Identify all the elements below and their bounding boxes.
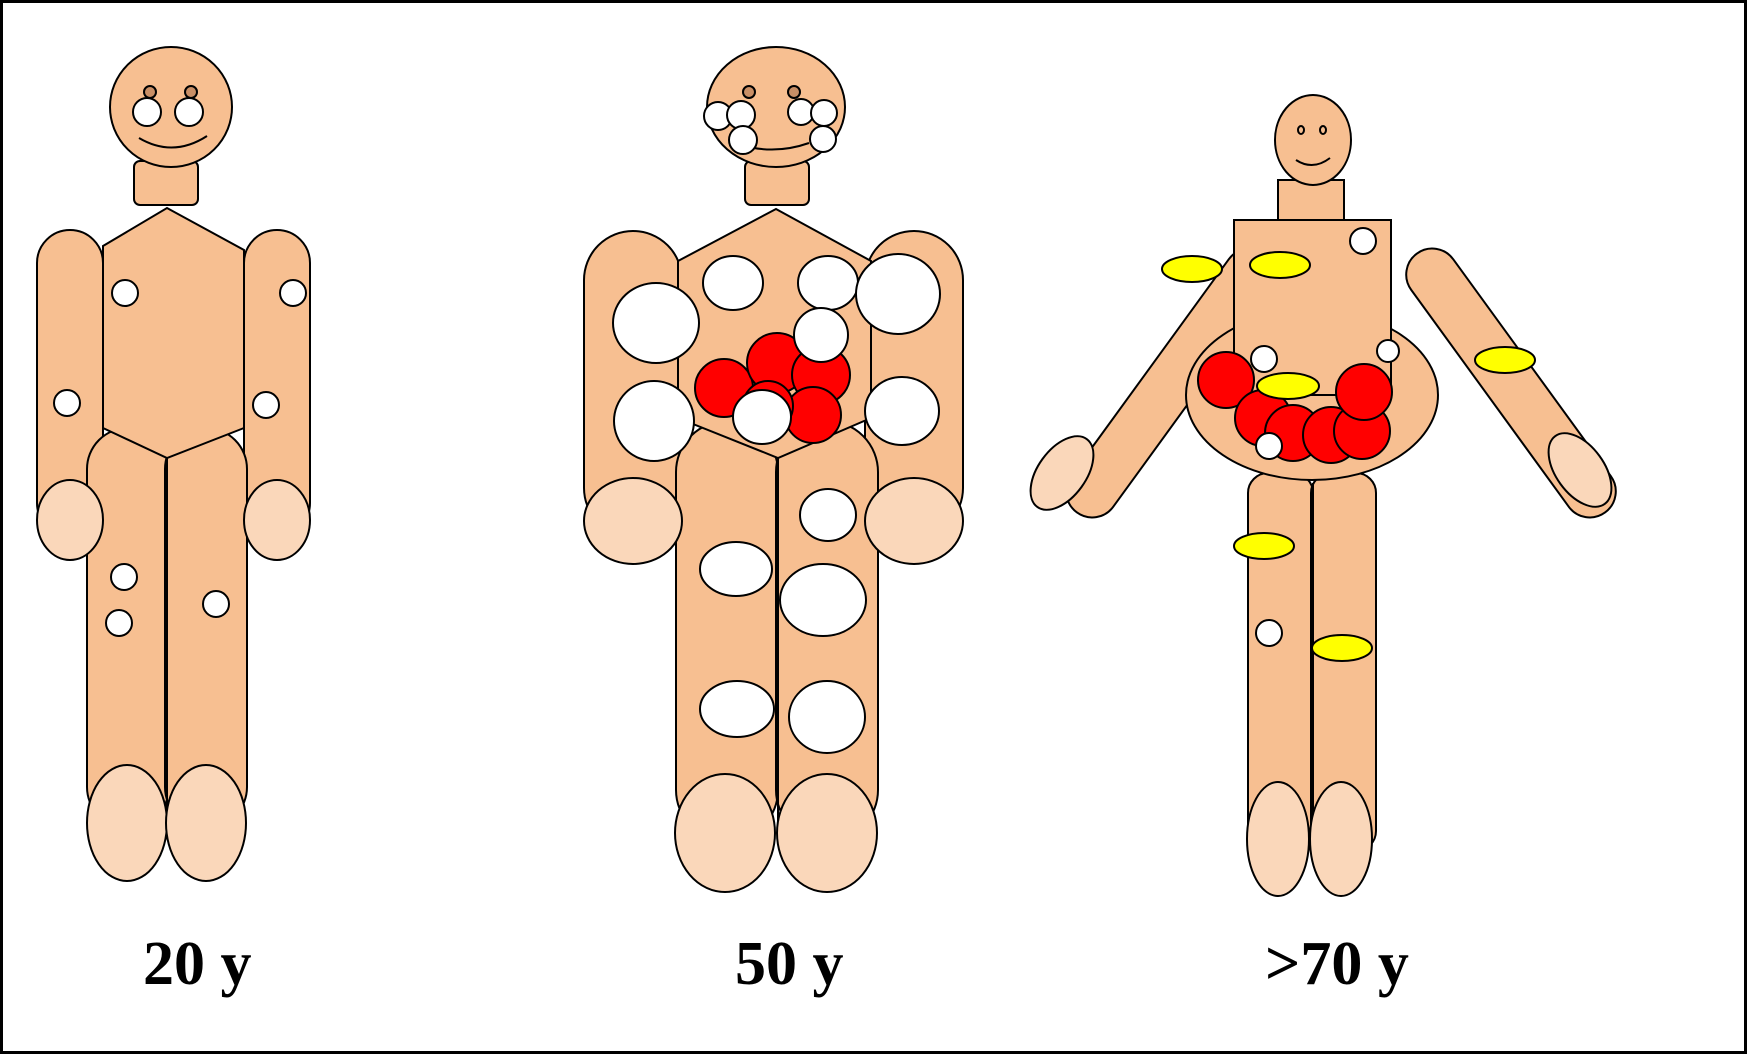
- right-foot: [166, 765, 246, 881]
- eye: [743, 86, 755, 98]
- white-spot: [811, 100, 837, 126]
- white-spot: [789, 681, 865, 753]
- white-spot: [175, 98, 203, 126]
- yellow-spot: [1162, 256, 1222, 282]
- white-spot: [133, 98, 161, 126]
- white-spot: [1256, 433, 1282, 459]
- white-spot: [106, 610, 132, 636]
- white-spot: [700, 542, 772, 596]
- age-label-50y: 50 y: [735, 933, 844, 995]
- white-spot: [733, 390, 791, 444]
- white-spot: [1377, 340, 1399, 362]
- left-hand: [37, 480, 103, 560]
- white-spot: [794, 308, 848, 362]
- white-spot: [865, 377, 939, 445]
- right-hand: [865, 478, 963, 564]
- yellow-spot: [1312, 635, 1372, 661]
- red-spot: [1336, 364, 1392, 420]
- eye: [144, 86, 156, 98]
- white-spot: [1350, 228, 1376, 254]
- white-spot: [614, 381, 694, 461]
- yellow-spot: [1234, 533, 1294, 559]
- head: [110, 47, 232, 167]
- figure-20y: [37, 47, 310, 881]
- eye: [1298, 126, 1304, 134]
- white-spot: [280, 280, 306, 306]
- figure-over70y: [1018, 95, 1626, 896]
- white-spot: [729, 126, 757, 154]
- body-figures-svg: [3, 3, 1744, 1051]
- yellow-spot: [1250, 252, 1310, 278]
- white-spot: [54, 390, 80, 416]
- left-foot: [1247, 782, 1309, 896]
- neck: [1278, 180, 1344, 220]
- left-foot: [675, 774, 775, 892]
- white-spot: [810, 126, 836, 152]
- figure-50y: [584, 47, 963, 892]
- yellow-spot: [1475, 347, 1535, 373]
- white-spot: [703, 256, 763, 310]
- white-spot: [253, 392, 279, 418]
- white-spot: [727, 101, 755, 129]
- head: [1275, 95, 1351, 185]
- white-spot: [613, 283, 699, 363]
- eye: [788, 86, 800, 98]
- torso: [103, 208, 244, 458]
- white-spot: [203, 591, 229, 617]
- eye: [185, 86, 197, 98]
- yellow-spot: [1257, 373, 1319, 399]
- white-spot: [780, 564, 866, 636]
- red-spot: [785, 387, 841, 443]
- white-spot: [111, 564, 137, 590]
- white-spot: [798, 256, 858, 310]
- white-spot: [700, 681, 774, 737]
- white-spot: [1256, 620, 1282, 646]
- white-spot: [856, 254, 940, 334]
- left-hand: [584, 478, 682, 564]
- eye: [1320, 126, 1326, 134]
- right-hand: [244, 480, 310, 560]
- white-spot: [1251, 346, 1277, 372]
- right-foot: [777, 774, 877, 892]
- white-spot: [800, 489, 856, 541]
- age-label-20y: 20 y: [143, 933, 252, 995]
- right-foot: [1310, 782, 1372, 896]
- age-label-over70y: >70 y: [1265, 933, 1409, 995]
- white-spot: [112, 280, 138, 306]
- left-foot: [87, 765, 167, 881]
